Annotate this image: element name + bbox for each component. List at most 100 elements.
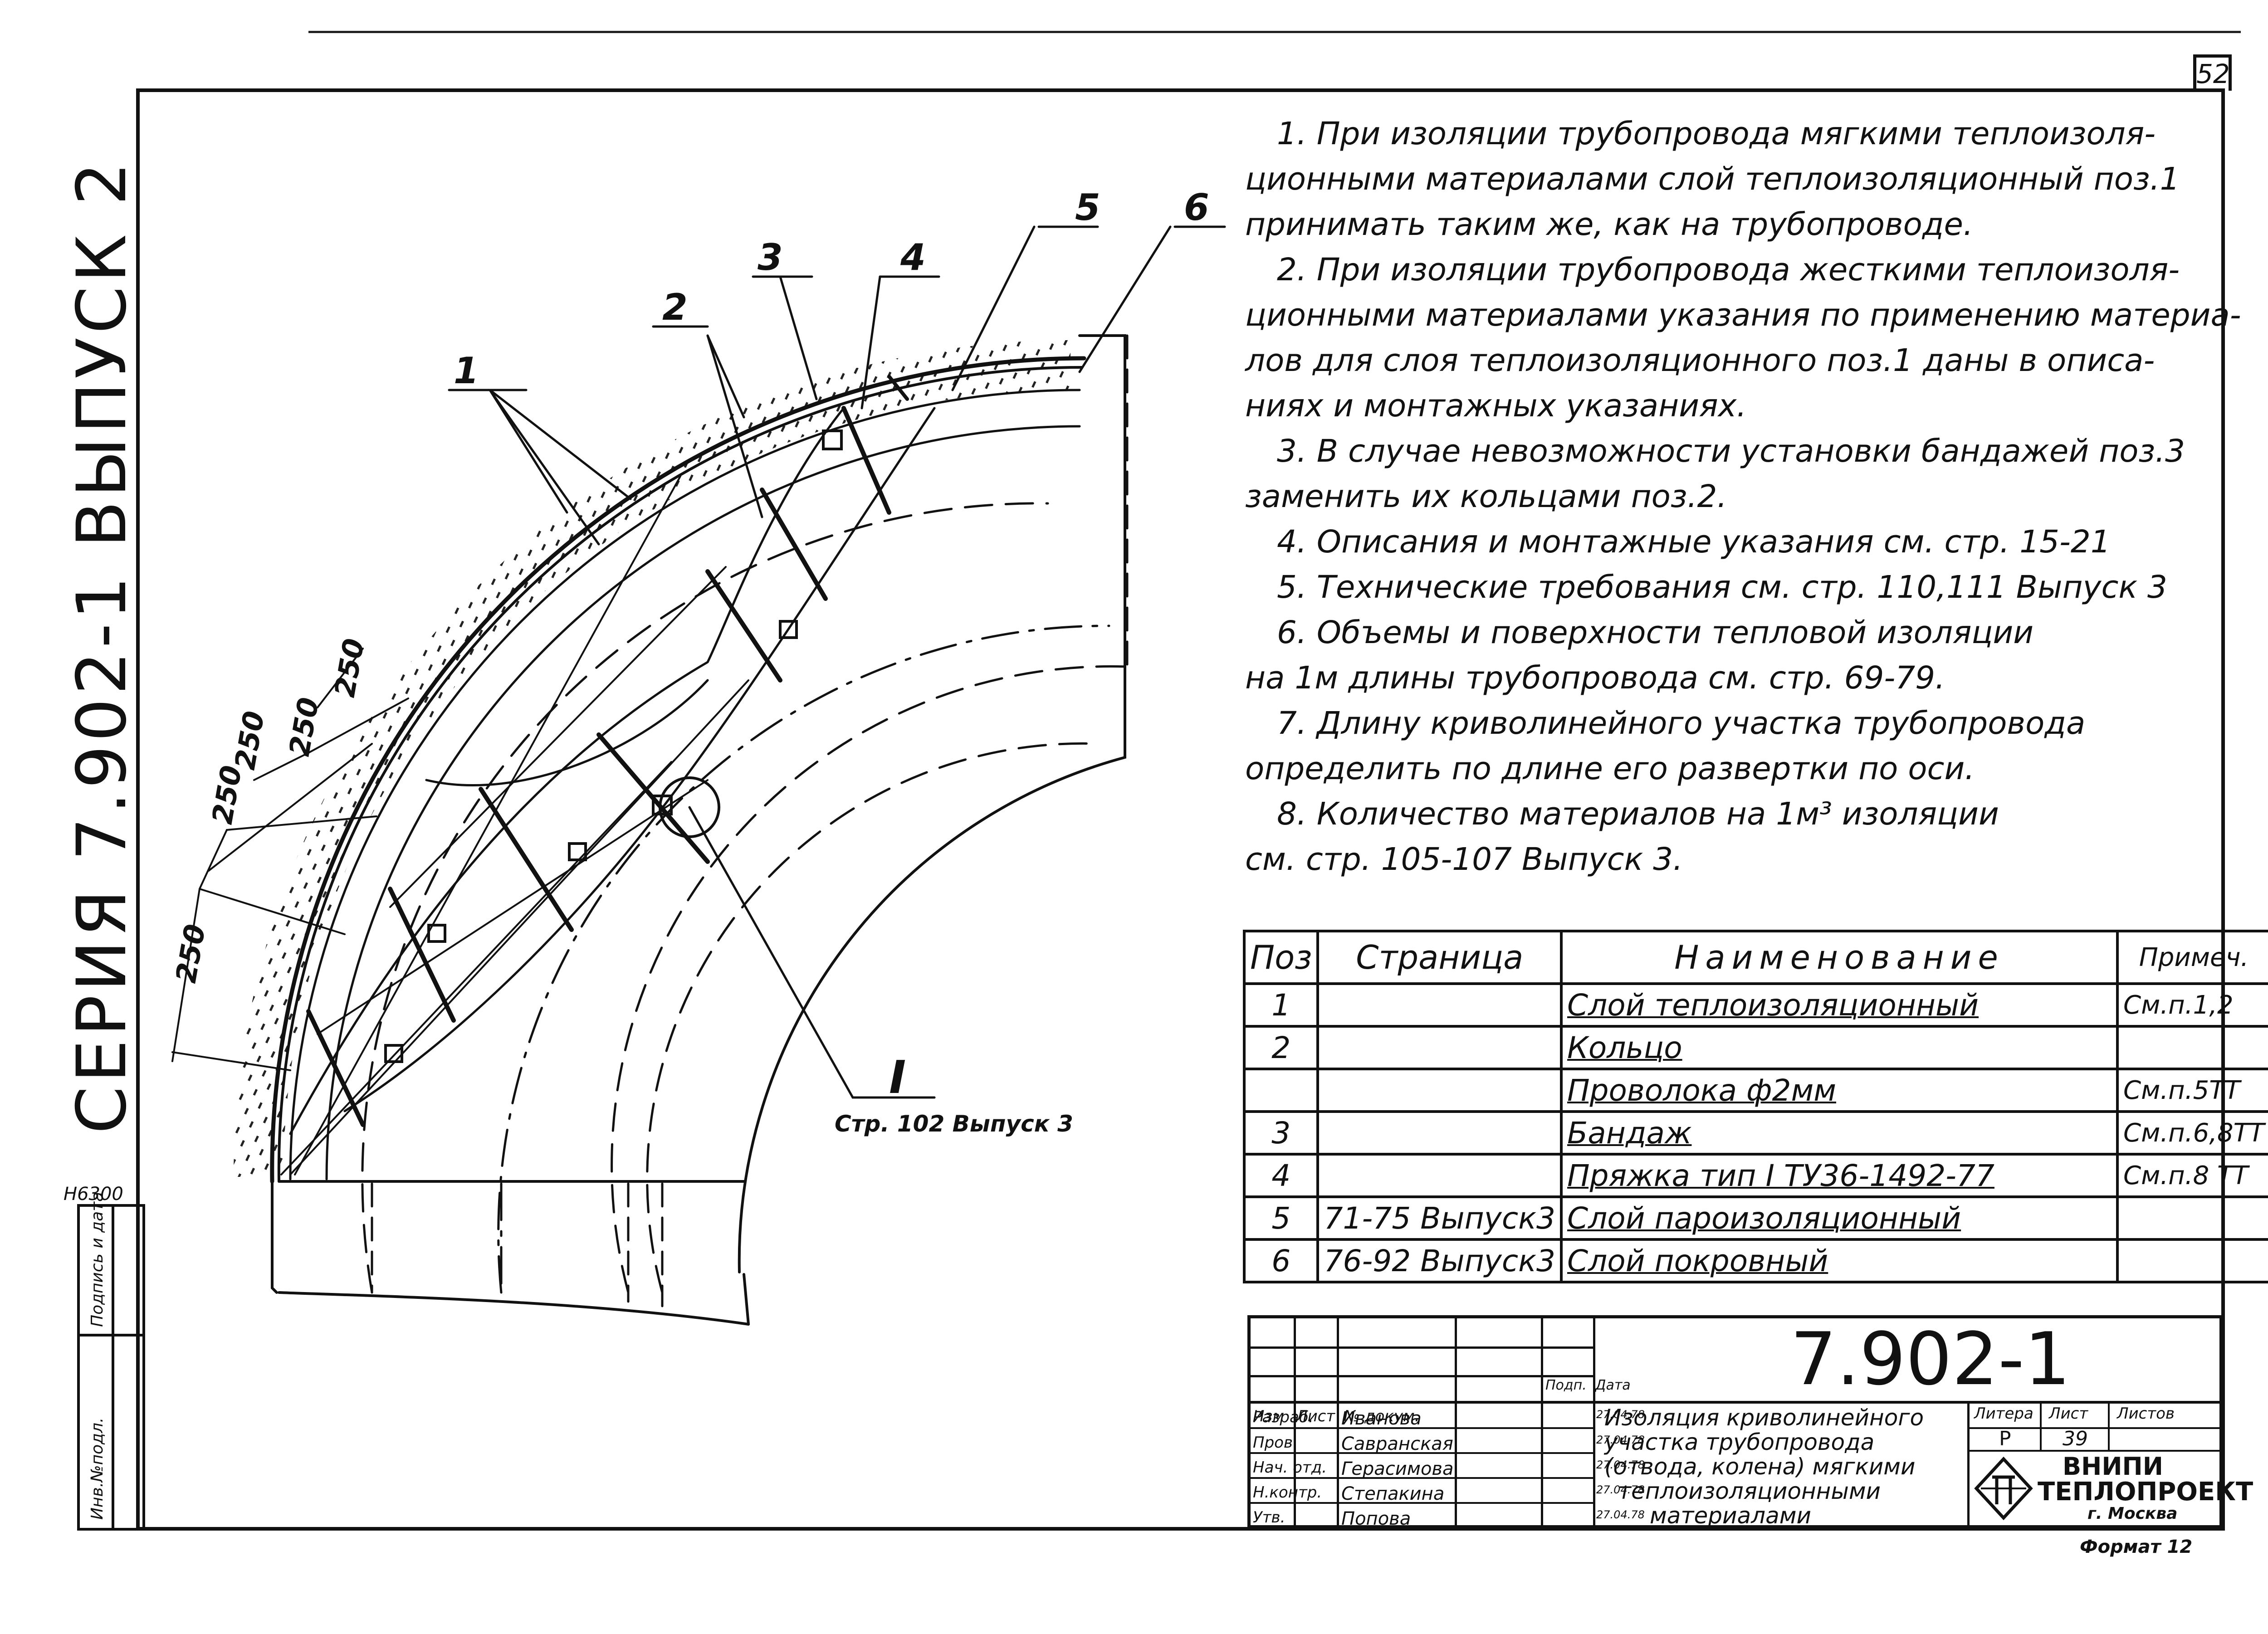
litera-value: Р xyxy=(1999,1427,2011,1450)
row-note: См.п.1,2 xyxy=(2116,982,2268,1028)
side-stamp-strip: Инв.№подл. Подпись и дата xyxy=(77,1192,145,1531)
row-page: 76-92 Выпуск3 xyxy=(1316,1238,1563,1283)
row-page xyxy=(1316,1153,1563,1198)
header-pos: Поз xyxy=(1242,930,1320,985)
col-sign: Подп. xyxy=(1545,1377,1587,1393)
callout-1: 1 xyxy=(454,350,479,392)
organization-logo-icon xyxy=(1974,1456,2033,1521)
row-note: См.п.5ТТ xyxy=(2116,1068,2268,1113)
row-pos: 2 xyxy=(1242,1025,1320,1070)
drawing-title: Изоляция криволинейного участка трубопро… xyxy=(1604,1405,1924,1529)
note-line: принимать таким же, как на трубопроводе. xyxy=(1245,206,1973,243)
callout-4: 4 xyxy=(900,236,926,278)
organization-name: ВНИПИ xyxy=(2063,1452,2163,1481)
header-name: Наименование xyxy=(1560,930,2119,985)
row-name: Слой пароизоляционный xyxy=(1560,1195,2119,1241)
signer-role: Пров. xyxy=(1253,1434,1298,1452)
format-label: Формат 12 xyxy=(2080,1536,2193,1557)
signer-date: 27.04.78 xyxy=(1596,1434,1645,1446)
note-line: на 1м длины трубопровода см. стр. 69-79. xyxy=(1245,660,1945,696)
callout-2: 2 xyxy=(662,286,688,328)
row-name: Проволока ф2мм xyxy=(1560,1068,2119,1113)
row-page xyxy=(1316,1068,1563,1113)
signer-date: 27.04.78 xyxy=(1596,1458,1645,1471)
row-name: Слой покровный xyxy=(1560,1238,2119,1283)
document-number: 7.902-1 xyxy=(1790,1317,2071,1401)
signer-role: Н.контр. xyxy=(1253,1483,1322,1502)
note-line: заменить их кольцами поз.2. xyxy=(1245,478,1727,515)
row-note: См.п.6,8ТТ xyxy=(2116,1110,2268,1156)
organization-name-2: ТЕПЛОПРОЕКТ xyxy=(2038,1477,2253,1507)
signer-name: Савранская xyxy=(1341,1434,1453,1454)
inventory-code: Н6300 xyxy=(64,1184,123,1205)
note-line: 7. Длину криволинейного участка трубопро… xyxy=(1277,705,2086,741)
row-note: См.п.8 ТТ xyxy=(2116,1153,2268,1198)
signer-name: Иванова xyxy=(1341,1408,1422,1429)
row-pos: 4 xyxy=(1242,1153,1320,1198)
row-pos: 5 xyxy=(1242,1195,1320,1241)
sheet-frame xyxy=(136,88,2225,1531)
note-line: 4. Описания и монтажные указания см. стр… xyxy=(1277,524,2111,560)
page-number: 52 xyxy=(2193,54,2232,91)
row-note xyxy=(2116,1195,2268,1241)
sheets-label: Листов xyxy=(2117,1405,2175,1423)
dimension-250: 250 xyxy=(228,708,271,772)
note-line: ционными материалами указания по примене… xyxy=(1245,297,2241,333)
row-page xyxy=(1316,1025,1563,1070)
title-block: 7.902-1 Изм Лист № докум. Подп. Дата Раз… xyxy=(1247,1315,2253,1529)
callout-5: 5 xyxy=(1075,186,1100,229)
spec-header-row: Поз Страница Наименование Примеч. xyxy=(1242,930,2268,985)
table-row: 2 Кольцо xyxy=(1242,1025,2268,1070)
row-page: 71-75 Выпуск3 xyxy=(1316,1195,1563,1241)
row-pos: 6 xyxy=(1242,1238,1320,1283)
row-name: Кольцо xyxy=(1560,1025,2119,1070)
col-izm: Изм xyxy=(1253,1407,1285,1425)
row-page xyxy=(1316,982,1563,1028)
note-line: см. стр. 105-107 Выпуск 3. xyxy=(1245,841,1683,878)
note-line: 6. Объемы и поверхности тепловой изоляци… xyxy=(1277,615,2034,651)
row-pos: 1 xyxy=(1242,982,1320,1028)
dimension-250: 250 xyxy=(169,922,212,985)
note-line: 5. Технические требования см. стр. 110,1… xyxy=(1277,569,2167,605)
note-line: 2. При изоляции трубопровода жесткими те… xyxy=(1277,252,2180,288)
dimension-250: 250 xyxy=(328,636,371,699)
row-note xyxy=(2116,1025,2268,1070)
note-line: 3. В случае невозможности установки банд… xyxy=(1277,433,2185,469)
col-date: Дата xyxy=(1595,1377,1631,1393)
signer-role: Утв. xyxy=(1253,1508,1286,1527)
col-doc: № докум. xyxy=(1344,1407,1420,1425)
row-name: Слой теплоизоляционный xyxy=(1560,982,2119,1028)
dimension-250: 250 xyxy=(205,763,248,826)
signer-date: 27.04.78 xyxy=(1596,1483,1645,1496)
col-list: Лист xyxy=(1296,1407,1335,1425)
row-name: Бандаж xyxy=(1560,1110,2119,1156)
header-note: Примеч. xyxy=(2116,930,2268,985)
note-line: ционными материалами слой теплоизоляцион… xyxy=(1245,161,2180,197)
notes-block: 1. При изоляции трубопровода мягкими теп… xyxy=(1245,111,2241,882)
dimension-250: 250 xyxy=(283,695,325,758)
sheet-value: 39 xyxy=(2063,1427,2088,1450)
header-page: Страница xyxy=(1316,930,1563,985)
signer-name: Попова xyxy=(1341,1508,1411,1529)
note-line: 1. При изоляции трубопровода мягкими теп… xyxy=(1277,116,2156,152)
row-name: Пряжка тип I ТУ36-1492-77 xyxy=(1560,1153,2119,1198)
note-line: 8. Количество материалов на 1м³ изоляции xyxy=(1277,796,1999,832)
detail-mark: I xyxy=(889,1051,906,1104)
row-pos: 3 xyxy=(1242,1110,1320,1156)
organization-city: г. Москва xyxy=(2087,1504,2178,1523)
top-rule xyxy=(308,31,2241,33)
signer-date: 27.04.78 xyxy=(1596,1508,1645,1521)
inv-label: Инв.№подл. xyxy=(88,1417,107,1520)
note-line: лов для слоя теплоизоляционного поз.1 да… xyxy=(1245,342,2155,379)
signer-name: Степакина xyxy=(1341,1483,1445,1504)
row-note xyxy=(2116,1238,2268,1283)
signer-date: 27.04.78 xyxy=(1596,1408,1645,1421)
signer-name: Герасимова xyxy=(1341,1458,1454,1479)
pipe-bend-drawing: 1 2 3 4 5 6 250 250 250 250 250 I Стр. 1… xyxy=(169,186,1226,1326)
